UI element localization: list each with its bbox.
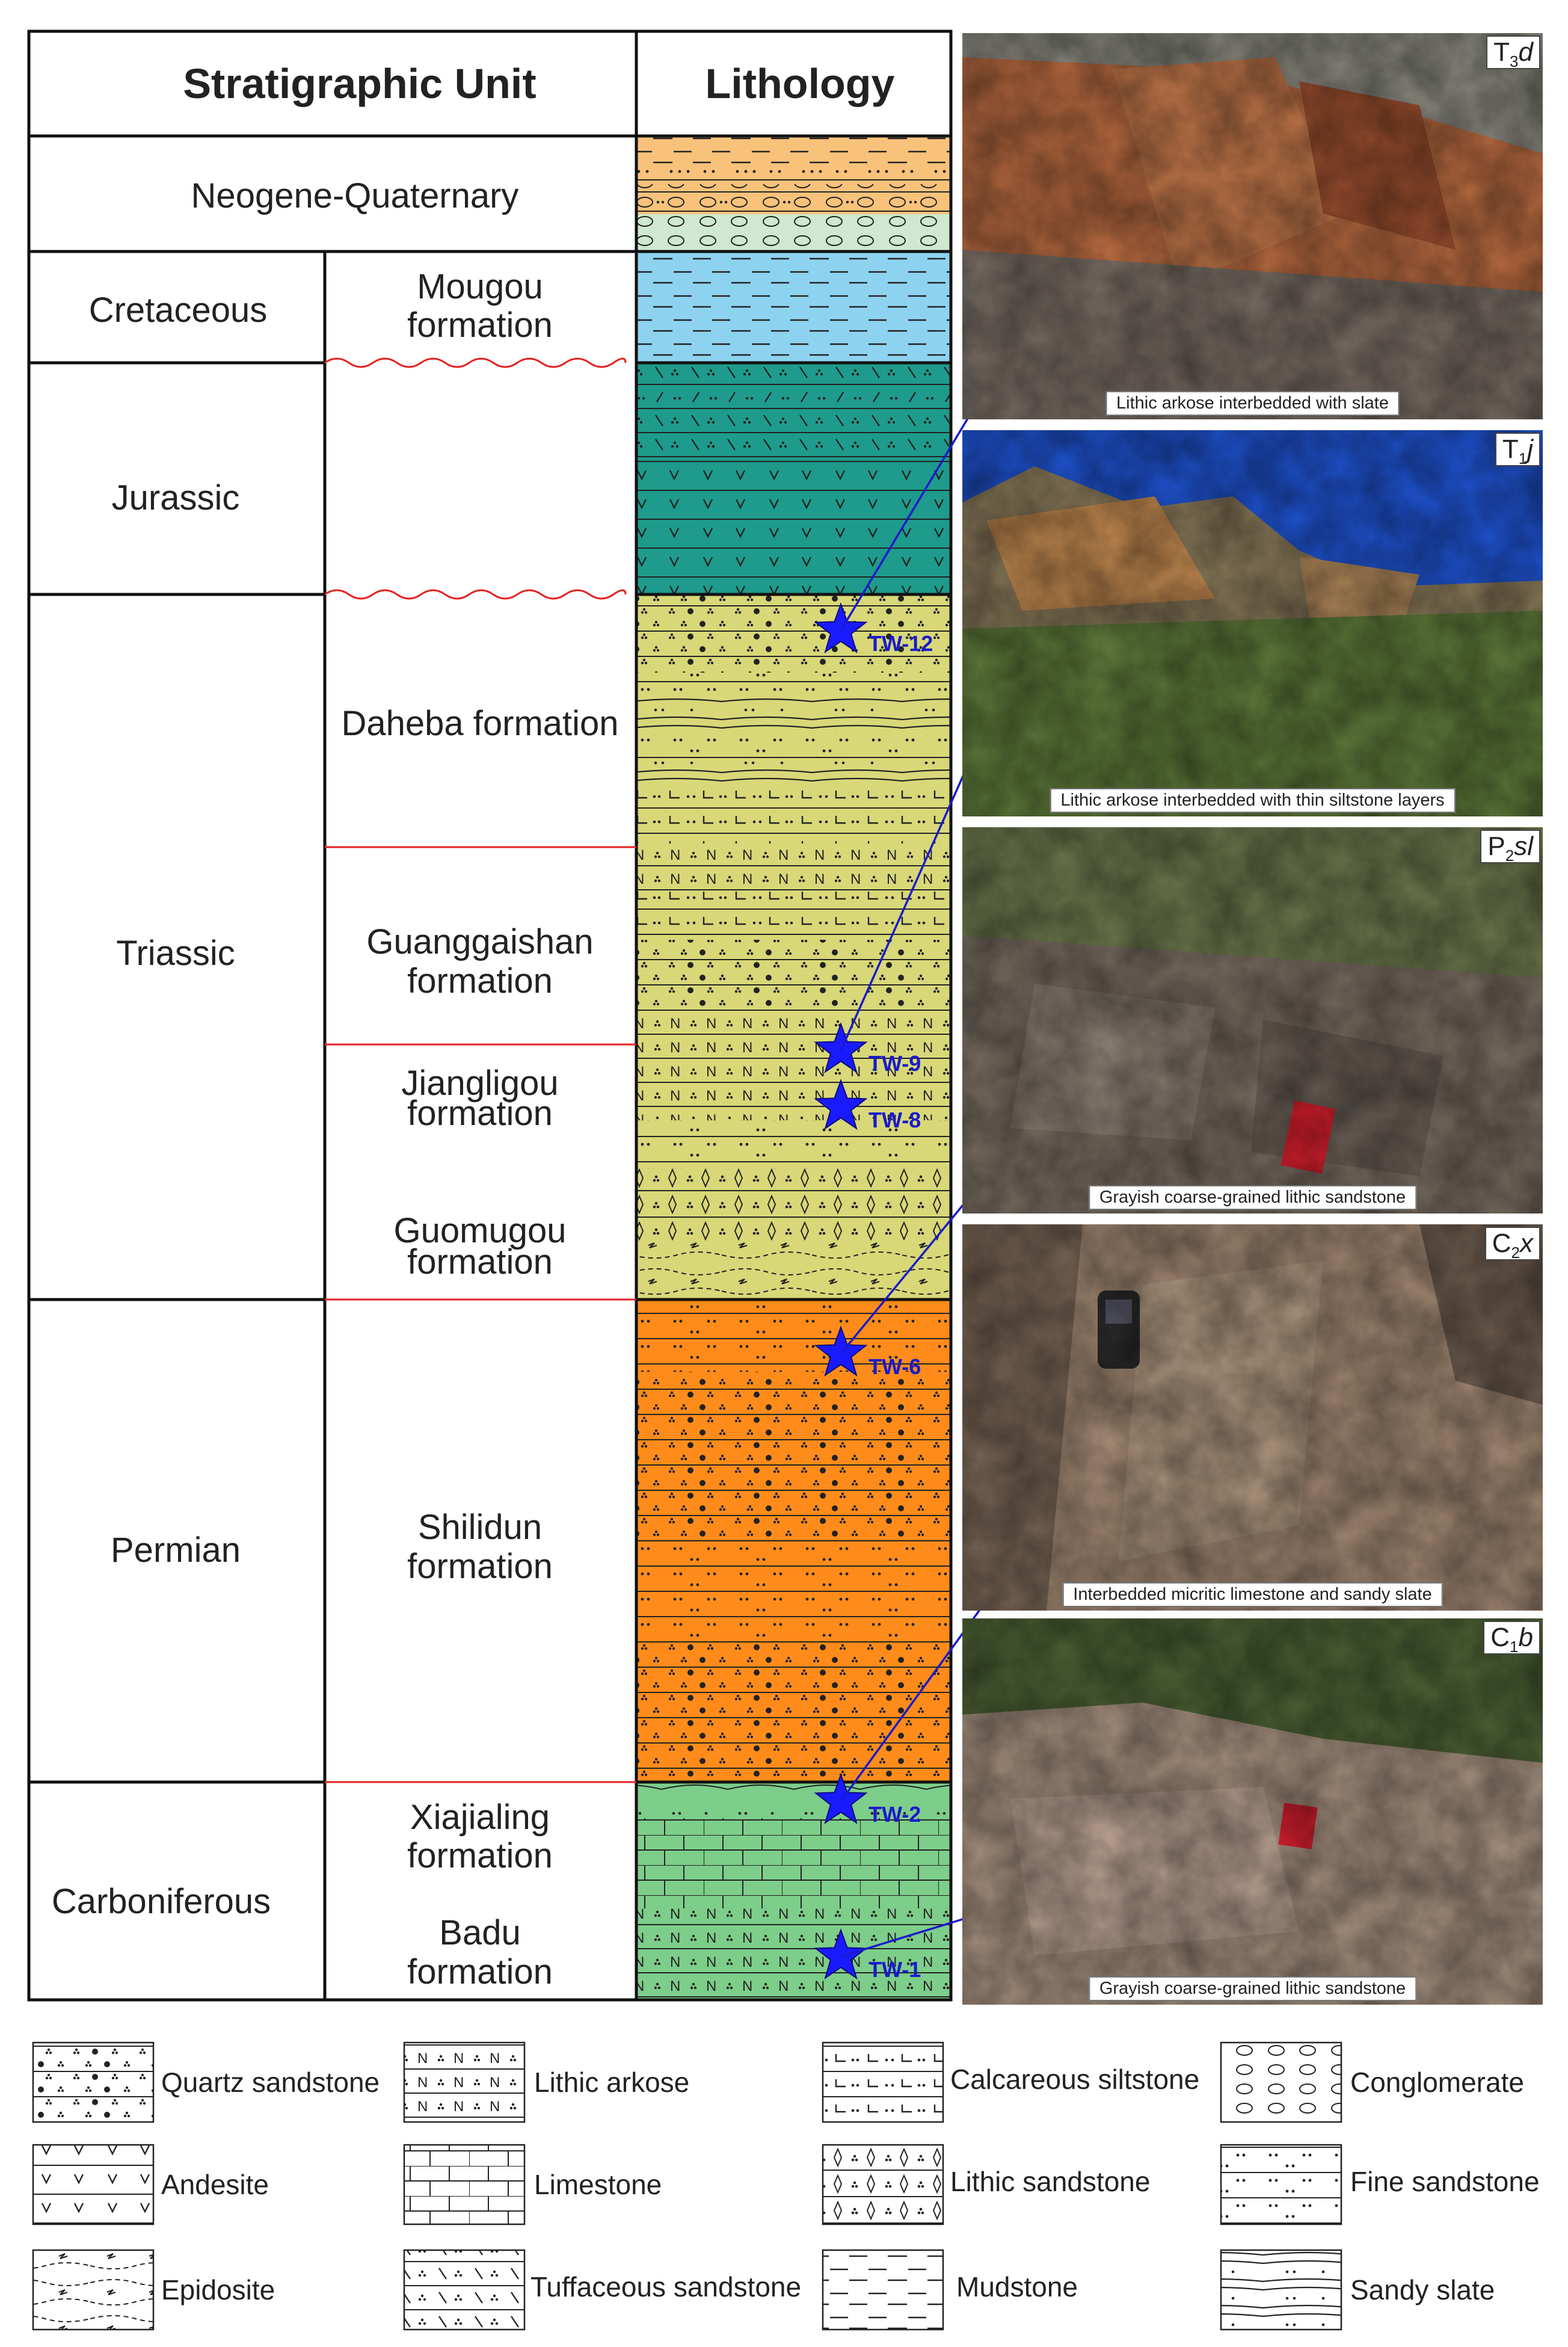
system-triassic: Triassic — [116, 934, 235, 973]
legend-label-lithic-sandstone: Lithic sandstone — [950, 2166, 1150, 2197]
outcrop-photo-p2sl: P2sl Grayish coarse-grained lithic sands… — [962, 827, 1543, 1214]
legend-swatch-fine-sandstone — [1220, 2144, 1342, 2225]
legend-swatch-andesite — [32, 2144, 155, 2225]
formation-mougou-1: Mougou — [417, 267, 543, 306]
photo-tag-c2x: C2x — [1484, 1227, 1540, 1262]
legend-label-quartz-sandstone: Quartz sandstone — [161, 2067, 380, 2098]
formation-shilidun-2: formation — [407, 1547, 553, 1586]
legend-swatch-epidosite — [32, 2249, 155, 2331]
legend-swatch-limestone — [403, 2144, 526, 2225]
photo-tag-c1b: C1b — [1483, 1621, 1540, 1656]
formation-guanggaishan-2: formation — [407, 961, 553, 1001]
legend-label-mudstone: Mudstone — [956, 2271, 1078, 2302]
sample-label-tw-12: TW-12 — [869, 631, 933, 656]
formation-guomugou-1: Guomugou — [394, 1211, 567, 1250]
formation-badu-1: Badu — [439, 1913, 520, 1952]
legend-label-fine-sandstone: Fine sandstone — [1350, 2166, 1540, 2197]
sample-label-tw-9: TW-9 — [869, 1051, 921, 1076]
photo-tag-t3d: T3d — [1486, 35, 1540, 70]
system-cretaceous: Cretaceous — [89, 291, 268, 330]
photo-tag-t1j: T1j — [1495, 433, 1540, 467]
legend-swatch-quartz-sandstone — [32, 2041, 155, 2123]
lithology-column — [638, 136, 951, 2000]
photo-caption-p2sl: Grayish coarse-grained lithic sandstone — [1088, 1185, 1417, 1210]
sample-label-tw-2: TW-2 — [869, 1802, 921, 1827]
formation-daheba: Daheba formation — [341, 704, 618, 743]
system-carboniferous: Carboniferous — [52, 1882, 271, 1921]
formation-guomugou-2: formation — [407, 1242, 553, 1281]
legend-swatch-sandy-slate — [1220, 2249, 1342, 2331]
formation-jiangligou-2: formation — [407, 1094, 553, 1133]
photo-caption-t3d: Lithic arkose interbedded with slate — [1105, 391, 1400, 416]
sample-label-tw-6: TW-6 — [869, 1354, 921, 1379]
legend-label-sandy-slate: Sandy slate — [1350, 2274, 1495, 2305]
legend-label-conglomerate: Conglomerate — [1350, 2067, 1524, 2098]
system-jurassic: Jurassic — [112, 478, 240, 517]
legend-label-calcareous-siltstone: Calcareous siltstone — [950, 2064, 1199, 2095]
unconformity-lines — [324, 357, 636, 1783]
formation-xiajialing-2: formation — [407, 1836, 553, 1875]
sample-label-tw-8: TW-8 — [869, 1108, 921, 1132]
photo-caption-t1j: Lithic arkose interbedded with thin silt… — [1050, 788, 1456, 813]
sample-star-tw-6 — [814, 1325, 868, 1377]
formation-badu-2: formation — [407, 1952, 553, 1991]
outcrop-photo-c1b: C1b Grayish coarse-grained lithic sandst… — [962, 1618, 1543, 2005]
legend-label-limestone: Limestone — [534, 2169, 662, 2200]
legend: Quartz sandstone Lithic arkose Calcareou… — [32, 2041, 1540, 2331]
system-neogene-quaternary: Neogene-Quaternary — [191, 176, 519, 215]
legend-swatch-tuffaceous-sandstone — [403, 2249, 526, 2331]
legend-label-andesite: Andesite — [161, 2169, 269, 2200]
formation-shilidun-1: Shilidun — [418, 1508, 542, 1547]
legend-label-lithic-arkose: Lithic arkose — [534, 2067, 689, 2098]
legend-label-tuffaceous-sandstone: Tuffaceous sandstone — [530, 2271, 801, 2302]
sample-star-tw-1 — [814, 1928, 868, 1979]
formation-guanggaishan-1: Guanggaishan — [366, 922, 593, 961]
photo-tag-p2sl: P2sl — [1480, 830, 1540, 865]
outcrop-photo-t1j: T1j Lithic arkose interbedded with thin … — [962, 430, 1543, 816]
formation-mougou-2: formation — [407, 306, 553, 345]
photo-caption-c1b: Grayish coarse-grained lithic sandstone — [1088, 1976, 1417, 2001]
header-lithology: Lithology — [706, 60, 895, 107]
sample-star-tw-2 — [814, 1773, 868, 1824]
sample-label-tw-1: TW-1 — [869, 1957, 921, 1982]
legend-swatch-lithic-arkose — [403, 2041, 526, 2123]
sample-star-tw-12 — [814, 602, 868, 653]
legend-swatch-conglomerate — [1220, 2041, 1342, 2123]
outcrop-photo-t3d: T3d Lithic arkose interbedded with slate — [962, 33, 1543, 419]
stratigraphic-column: Stratigraphic Unit Lithology Neogene-Qua… — [27, 29, 953, 2002]
formation-xiajialing-1: Xiajialing — [410, 1798, 550, 1837]
legend-swatch-calcareous-siltstone — [822, 2041, 944, 2123]
formation-jiangligou-1: Jiangligou — [401, 1064, 558, 1103]
photo-caption-c2x: Interbedded micritic limestone and sandy… — [1062, 1582, 1443, 1607]
header-stratigraphic-unit: Stratigraphic Unit — [183, 60, 536, 107]
legend-swatch-mudstone — [822, 2249, 944, 2331]
outcrop-photo-c2x: C2x Interbedded micritic limestone and s… — [962, 1224, 1543, 1611]
legend-swatch-lithic-sandstone — [822, 2144, 944, 2225]
sample-star-tw-8 — [814, 1079, 868, 1130]
legend-label-epidosite: Epidosite — [161, 2274, 275, 2305]
system-permian: Permian — [111, 1531, 241, 1570]
